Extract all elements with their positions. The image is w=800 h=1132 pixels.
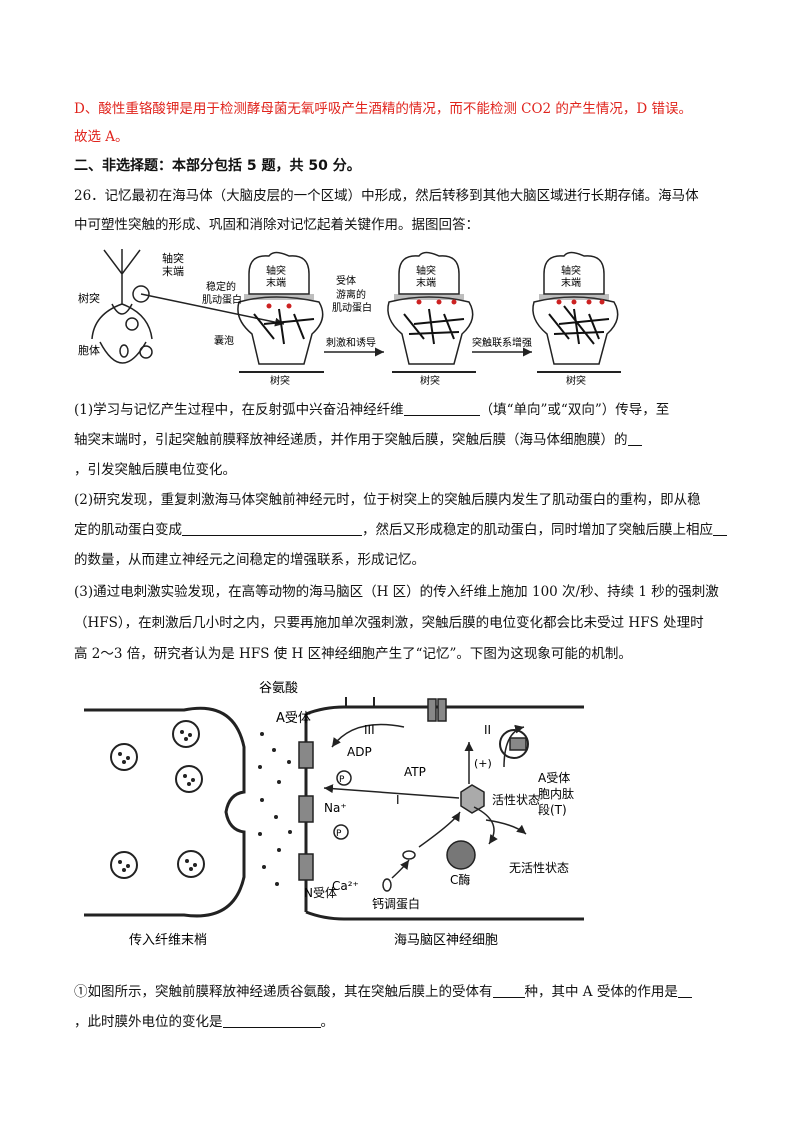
fig2-atp: ATP bbox=[404, 765, 426, 779]
part1-text-a: (1)学习与记忆产生过程中，在反射弧中兴奋沿神经纤维 bbox=[74, 402, 404, 418]
sub1-text-c: ，此时膜外电位的变化是 bbox=[74, 1014, 223, 1030]
fig1-stim-label: 刺激和诱导 bbox=[326, 336, 376, 349]
question-sub1-line2: ，此时膜外电位的变化是 。 bbox=[74, 1012, 730, 1032]
fig1-receptor-label: 受体 bbox=[336, 275, 356, 287]
question-part2-line3: 的数量，从而建立神经元之间稳定的增强联系，形成记忆。 bbox=[74, 552, 425, 568]
fig1-axon-label-f: 末端 bbox=[561, 276, 581, 289]
fig2-c-enzyme: C酶 bbox=[450, 872, 470, 887]
answer-d-line: D、酸性重铬酸钾是用于检测酵母菌无氧呼吸产生酒精的情况，而不能检测 CO2 的产… bbox=[74, 101, 693, 117]
fig1-axon-terminal-label-2: 末端 bbox=[162, 264, 184, 278]
fig2-a-peptide-1: A受体 bbox=[538, 771, 570, 785]
part2-text-b: 定的肌动蛋白变成 bbox=[74, 522, 182, 538]
fig1-vesicle-label: 囊泡 bbox=[214, 334, 234, 347]
fig1-axon-label-b: 末端 bbox=[266, 276, 286, 289]
question-part3-line1: (3)通过电刺激实验发现，在高等动物的海马脑区（H 区）的传入纤维上施加 100… bbox=[74, 584, 719, 600]
fig2-adp: ADP bbox=[347, 745, 372, 759]
question-part1-line2: 轴突末端时，引起突触前膜释放神经递质，并作用于突触后膜，突触后膜（海马体细胞膜）… bbox=[74, 430, 730, 450]
fig1-strengthen-label: 突触联系增强 bbox=[472, 336, 532, 349]
question-part2-line1: (2)研究发现，重复刺激海马体突触前神经元时，位于树突上的突触后膜内发生了肌动蛋… bbox=[74, 492, 701, 508]
fig1-dendrite-label: 树突 bbox=[78, 291, 100, 305]
sub1-blank-1[interactable] bbox=[492, 983, 525, 998]
fig1-soma-label: 胞体 bbox=[78, 343, 100, 357]
fig1-axon-terminal-label: 轴突 bbox=[162, 251, 184, 265]
fig2-p-label-1: P bbox=[339, 775, 345, 785]
question-sub1-line1: ①如图所示，突触前膜释放神经递质谷氨酸，其在突触后膜上的受体有 种，其中 A 受体… bbox=[74, 982, 730, 1002]
fig2-n-receptor: N受体 bbox=[304, 886, 337, 900]
fig2-active: 活性状态 bbox=[492, 793, 540, 807]
fig1-stable-protein-label-2: 肌动蛋白 bbox=[202, 293, 242, 306]
sub1-blank-3[interactable] bbox=[222, 1013, 321, 1028]
section-title: 二、非选择题：本部分包括 5 题，共 50 分。 bbox=[74, 158, 361, 174]
part2-text-c: ，然后又形成稳定的肌动蛋白，同时增加了突触后膜上相应 bbox=[362, 522, 713, 538]
fig2-afferent: 传入纤维末梢 bbox=[129, 933, 207, 948]
fig2-p-label-2: P bbox=[336, 829, 342, 839]
part1-blank-2[interactable] bbox=[627, 431, 642, 446]
fig2-roman1: I bbox=[396, 793, 400, 807]
fig2-roman3: III bbox=[364, 723, 375, 737]
question-part1-line1: (1)学习与记忆产生过程中，在反射弧中兴奋沿神经纤维 （填“单向”或“双向”）传导… bbox=[74, 400, 730, 420]
fig1-axon-label-c: 轴突 bbox=[416, 264, 436, 277]
part2-blank-1[interactable] bbox=[182, 521, 362, 536]
question-intro-line1: 26．记忆最初在海马体（大脑皮层的一个区域）中形成，然后转移到其他大脑区域进行长… bbox=[74, 188, 699, 204]
question-part3-line3: 高 2～3 倍，研究者认为是 HFS 使 H 区神经细胞产生了“记忆”。下图为这… bbox=[74, 646, 632, 662]
fig1-free-protein-label: 游离的 bbox=[336, 288, 366, 301]
part1-text-c: 轴突末端时，引起突触前膜释放神经递质，并作用于突触后膜，突触后膜（海马体细胞膜）… bbox=[74, 432, 628, 448]
sub1-text-b: 种，其中 A 受体的作用是 bbox=[524, 984, 678, 1000]
fig2-na: Na⁺ bbox=[324, 801, 347, 815]
fig1-axon-label-d: 末端 bbox=[416, 276, 436, 289]
question-part1-line3: ，引发突触后膜电位变化。 bbox=[74, 462, 236, 478]
sub1-text-d: 。 bbox=[320, 1014, 335, 1030]
question-part2-line2: 定的肌动蛋白变成 ，然后又形成稳定的肌动蛋白，同时增加了突触后膜上相应 bbox=[74, 520, 730, 540]
fig2-a-receptor-label: A受体 bbox=[276, 711, 311, 726]
fig1-free-protein-label-2: 肌动蛋白 bbox=[332, 301, 372, 314]
question-part3-line2: （HFS），在刺激后几小时之内，只要再施加单次强刺激，突触后膜的电位变化都会比未… bbox=[74, 615, 704, 631]
fig1-post-dendrite-3: 树突 bbox=[566, 374, 586, 387]
part1-blank-1[interactable] bbox=[403, 401, 480, 416]
part2-blank-2[interactable] bbox=[713, 521, 727, 536]
fig1-stable-protein-label: 稳定的 bbox=[206, 280, 236, 293]
sub1-text-a: ①如图所示，突触前膜释放神经递质谷氨酸，其在突触后膜上的受体有 bbox=[74, 984, 493, 1000]
fig2-ca: Ca²⁺ bbox=[332, 879, 359, 893]
fig1-axon-label-a: 轴突 bbox=[266, 264, 286, 277]
sub1-blank-2[interactable] bbox=[677, 983, 692, 998]
fig2-inactive: 无活性状态 bbox=[509, 861, 569, 875]
fig2-a-peptide-3: 段(T) bbox=[538, 802, 567, 817]
answer-choice-line: 故选 A。 bbox=[74, 129, 129, 145]
fig2-calmodulin: 钙调蛋白 bbox=[372, 896, 420, 911]
fig1-post-dendrite-1: 树突 bbox=[270, 374, 290, 387]
question-intro-line2: 中可塑性突触的形成、巩固和消除对记忆起着关键作用。据图回答： bbox=[74, 217, 479, 233]
fig2-neuron: 海马脑区神经细胞 bbox=[394, 933, 498, 948]
fig1-post-dendrite-2: 树突 bbox=[420, 374, 440, 387]
figure-ltp-mechanism: P P 谷氨酸 A受体 III II ADP ATP (+) Na⁺ I 活性状… bbox=[84, 681, 584, 948]
fig2-a-peptide-2: 胞内肽 bbox=[538, 786, 574, 801]
fig1-axon-label-e: 轴突 bbox=[561, 264, 581, 277]
fig2-plus: (+) bbox=[474, 757, 492, 770]
fig2-roman2: II bbox=[484, 723, 491, 737]
fig2-glutamate-label: 谷氨酸 bbox=[259, 681, 298, 696]
figure-synapse-remodeling: 轴突 末端 树突 胞体 稳定的 肌动蛋白 轴突 末端 受体 游离的 肌动蛋白 囊… bbox=[78, 249, 621, 387]
part1-text-b: （填“单向”或“双向”）传导，至 bbox=[479, 402, 670, 418]
